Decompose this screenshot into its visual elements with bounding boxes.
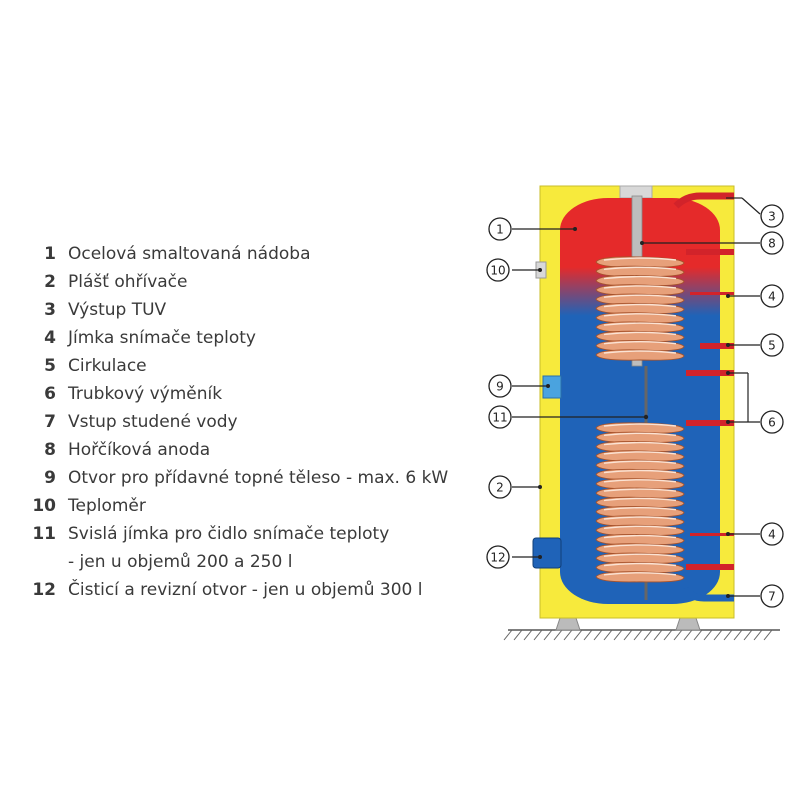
legend-number: 5 [44,356,56,376]
legend-text: Otvor pro přídavné topné těleso - max. 6… [68,468,449,488]
legend-text: Ocelová smaltovaná nádoba [68,244,311,264]
callout-9: 9 [488,374,512,398]
legend-number: 10 [32,496,56,516]
legend-text: Trubkový výměník [68,384,223,404]
legend-number: 4 [44,328,56,348]
leader-lines [512,197,761,597]
svg-text:12: 12 [490,551,505,565]
callout-6: 6 [760,410,784,434]
lower-heat-exchanger-coil [595,422,685,583]
svg-text:4: 4 [768,290,776,304]
legend-text: Plášť ohřívače [68,272,188,292]
cleaning-port [532,537,562,569]
foot-right [675,617,701,631]
svg-text:4: 4 [768,528,776,542]
heater-port [542,375,562,399]
callout-7: 7 [760,584,784,608]
legend-number: 9 [44,468,56,488]
foot-left [555,617,581,631]
callout-3: 3 [760,204,784,228]
leader-dots [538,227,730,598]
legend-text: Vstup studené vody [68,412,238,432]
svg-text:7: 7 [768,590,776,604]
callout-5: 5 [760,333,784,357]
legend-number: 1 [44,244,56,264]
callout-8: 8 [760,231,784,255]
svg-text:10: 10 [490,264,505,278]
callout-4-upper: 4 [760,284,784,308]
svg-text:3: 3 [768,210,776,224]
callout-12: 12 [486,545,510,569]
svg-text:9: 9 [496,380,504,394]
legend-number: 7 [44,412,56,432]
callout-11: 11 [488,405,512,429]
hot-water-outlet-pipe [673,192,734,209]
legend-number: 11 [32,524,56,544]
svg-text:6: 6 [768,416,776,430]
legend-text: Teploměr [68,496,146,516]
svg-text:1: 1 [496,223,504,237]
side-connections [686,249,734,570]
legend-number: 12 [32,580,56,600]
callout-1: 1 [488,217,512,241]
legend-text: Cirkulace [68,356,147,376]
legend-text: Hořčíková anoda [68,440,211,460]
cold-water-inlet-pipe [682,586,734,602]
legend-text: Výstup TUV [68,300,167,320]
svg-text:11: 11 [492,411,507,425]
legend-number: 2 [44,272,56,292]
svg-text:5: 5 [768,339,776,353]
callout-4-lower: 4 [760,522,784,546]
legend-number: 3 [44,300,56,320]
legend-number: 6 [44,384,56,404]
legend-text: Čisticí a revizní otvor - jen u objemů 3… [68,580,423,600]
svg-text:2: 2 [496,481,504,495]
legend-text: Svislá jímka pro čidlo snímače teploty [68,524,390,544]
legend-text: - jen u objemů 200 a 250 l [68,552,293,572]
legend-number: 8 [44,440,56,460]
callout-10: 10 [486,258,510,282]
svg-text:8: 8 [768,237,776,251]
ground [503,629,780,641]
upper-heat-exchanger-coil [595,256,685,361]
legend-text: Jímka snímače teploty [68,328,256,348]
callout-2: 2 [488,475,512,499]
